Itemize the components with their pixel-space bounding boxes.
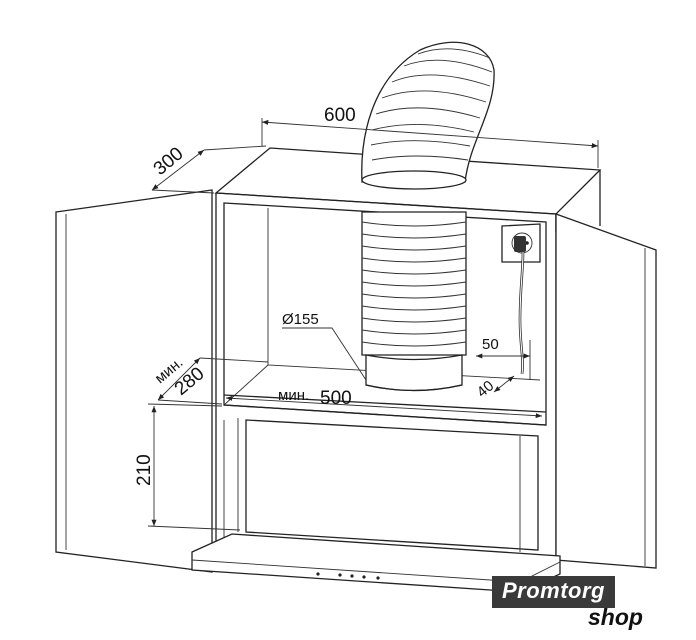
- logo-line2: shop: [588, 604, 643, 630]
- duct-lower: [361, 211, 467, 392]
- right-door: [555, 213, 657, 569]
- dimension-min-width-prefix: мин.: [278, 387, 309, 404]
- dimension-min-width-label: 500: [320, 388, 352, 409]
- control-button: [376, 576, 380, 580]
- left-door: [55, 189, 213, 573]
- dimension-width-label: 600: [324, 105, 356, 126]
- promtorg-shop-logo: Promtorg shop: [488, 566, 696, 640]
- control-button: [362, 575, 366, 579]
- logo-line1: Promtorg: [492, 576, 615, 608]
- dimension-depth-label: 300: [150, 143, 188, 179]
- hood-body: [245, 419, 539, 551]
- cabinet-shelf: [223, 394, 547, 426]
- control-button: [350, 574, 354, 578]
- hood-front-panel: [191, 533, 561, 593]
- control-button: [316, 572, 320, 576]
- electrical-socket: [501, 223, 541, 263]
- control-button: [338, 573, 342, 577]
- duct-diameter-label: Ø155: [282, 311, 319, 328]
- dimension-height-label: 210: [134, 454, 155, 486]
- dimension-socket-depth-label: 40: [474, 377, 498, 401]
- dimension-socket-offset-label: 50: [482, 336, 499, 353]
